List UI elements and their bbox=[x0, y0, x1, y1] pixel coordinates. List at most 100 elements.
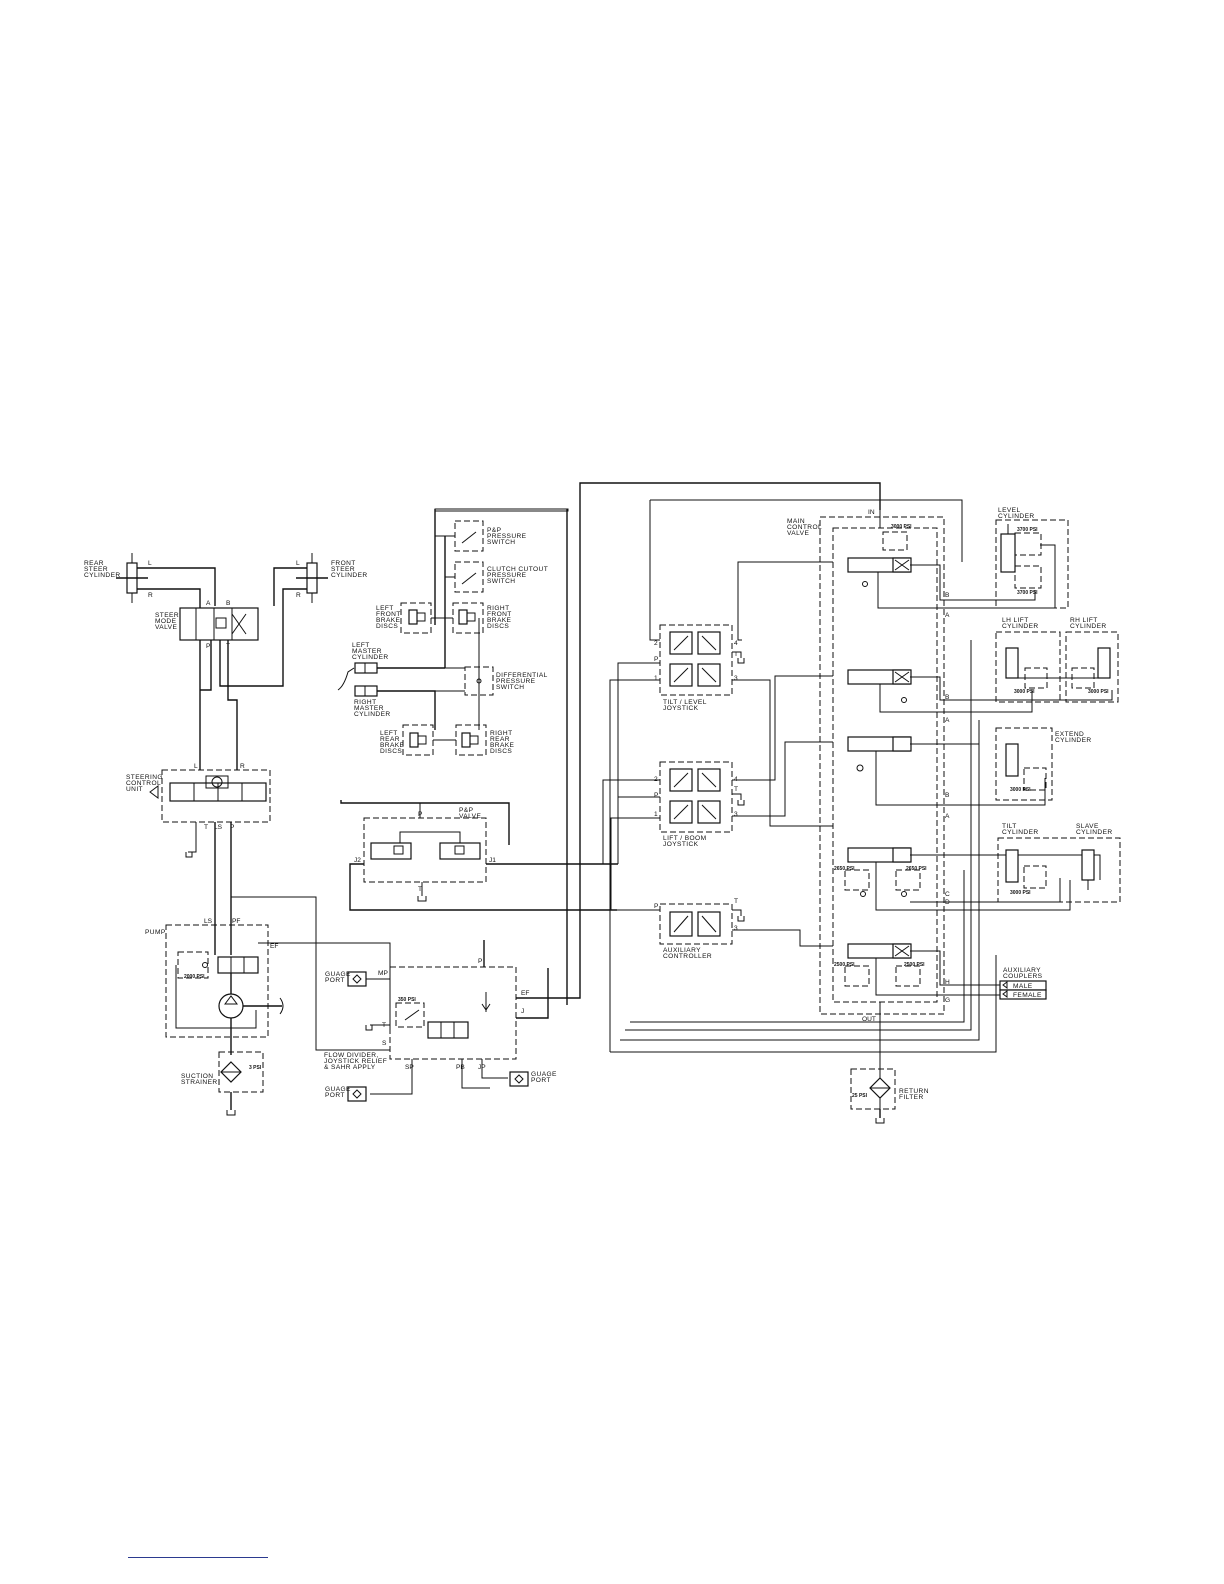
lf-brake-label-3: BRAKE bbox=[376, 617, 401, 624]
mcv-H-port: H bbox=[945, 979, 950, 986]
return-filter bbox=[850, 1068, 896, 1118]
lr-brake-label-1: LEFT bbox=[380, 730, 398, 737]
pump-relief-psi: 2000 PSI bbox=[184, 974, 205, 980]
pump-assembly bbox=[165, 924, 284, 1055]
mcv-G-port: G bbox=[945, 997, 950, 1004]
flow-divider-valve bbox=[389, 966, 517, 1060]
return-filter-label-1: RETURN bbox=[899, 1088, 929, 1095]
left-master-label-2: MASTER bbox=[352, 648, 382, 655]
mcv-relief-psi: 3000 PSI bbox=[891, 524, 912, 530]
aux-P-port: P bbox=[654, 903, 659, 910]
differential-pressure-switch bbox=[435, 618, 494, 730]
rf-brake-label-3: BRAKE bbox=[487, 617, 512, 624]
mcv-B-port-3: B bbox=[945, 792, 950, 799]
mcv-A-port-1: A bbox=[945, 612, 950, 619]
diff-switch-label-2: PRESSURE bbox=[496, 678, 536, 685]
tilt-cyl-label-1: TILT bbox=[1002, 823, 1017, 830]
slave-cylinder bbox=[1081, 849, 1095, 890]
mcv-A-port-2: A bbox=[945, 717, 950, 724]
scu-P-port: P bbox=[230, 824, 235, 831]
lf-brake-label-1: LEFT bbox=[376, 605, 394, 612]
scu-LS-port: LS bbox=[214, 824, 223, 831]
pp-valve bbox=[363, 817, 487, 883]
left-master-label-1: LEFT bbox=[352, 642, 370, 649]
fd-EF-port: EF bbox=[521, 990, 529, 997]
lh-lift-cylinder bbox=[995, 631, 1061, 703]
aux-couplers-label-2: COUPLERS bbox=[1003, 973, 1043, 980]
left-master-label-3: CYLINDER bbox=[352, 654, 389, 661]
front-steer-label-1: FRONT bbox=[331, 560, 356, 567]
front-steer-cylinder bbox=[296, 553, 328, 603]
extend-cylinder bbox=[995, 727, 1053, 801]
steer-mode-label-2: MODE bbox=[155, 618, 177, 625]
lf-brake-label-2: FRONT bbox=[376, 611, 401, 618]
mcv-spool-1 bbox=[847, 557, 912, 587]
female-coupler-label: FEMALE bbox=[1013, 992, 1042, 999]
tl-P-port: P bbox=[654, 656, 659, 663]
rh-lift-label-2: CYLINDER bbox=[1070, 623, 1107, 630]
guage-port-c bbox=[509, 1071, 529, 1087]
diff-switch-label-3: SWITCH bbox=[496, 684, 524, 691]
guage-b-label-1: GUAGE bbox=[325, 1086, 351, 1093]
rf-brake-label-1: RIGHT bbox=[487, 605, 510, 612]
lb-T-port: T bbox=[734, 786, 738, 793]
level-cylinder bbox=[995, 519, 1069, 609]
right-master-label-2: MASTER bbox=[354, 705, 384, 712]
mcv-C-port: C bbox=[945, 891, 950, 898]
fd-S-port: S bbox=[382, 1040, 387, 1047]
aux-T-port: T bbox=[734, 898, 738, 905]
strainer-label-1: SUCTION bbox=[181, 1073, 213, 1080]
mcv-spool-5 bbox=[844, 943, 921, 987]
fd-SP-port: SP bbox=[405, 1064, 414, 1071]
mcv-spool-2 bbox=[847, 669, 912, 703]
steer-mode-valve bbox=[179, 607, 259, 641]
clutch-label-3: SWITCH bbox=[487, 578, 515, 585]
tilt-level-label-1: TILT / LEVEL bbox=[663, 699, 707, 706]
diff-switch-label-1: DIFFERENTIAL bbox=[496, 672, 548, 679]
scu-T-port: T bbox=[204, 824, 208, 831]
tl-T-port: T bbox=[734, 651, 738, 658]
mcv-A-port-3: A bbox=[945, 813, 950, 820]
spool4-left-psi: 2650 PSI bbox=[834, 866, 855, 872]
mcv-spool-4 bbox=[844, 847, 921, 897]
front-L-port: L bbox=[296, 560, 300, 567]
front-steer-label-2: STEER bbox=[331, 566, 355, 573]
lb-1-port: 1 bbox=[654, 811, 658, 818]
fd-MP-port: MP bbox=[378, 970, 388, 977]
rr-brake-label-4: DISCS bbox=[490, 748, 512, 755]
steer-B-port: B bbox=[226, 600, 231, 607]
front-steer-label-3: CYLINDER bbox=[331, 572, 368, 579]
rear-steer-label-2: STEER bbox=[84, 566, 108, 573]
aux-ctrl-label-2: CONTROLLER bbox=[663, 953, 712, 960]
pp-switch-label-3: SWITCH bbox=[487, 539, 515, 546]
extend-cyl-label-1: EXTEND bbox=[1055, 731, 1084, 738]
steer-P-port: P bbox=[206, 643, 211, 650]
mcv-B-port-2: B bbox=[945, 694, 950, 701]
right-master-label-3: CYLINDER bbox=[354, 711, 391, 718]
lb-P-port: P bbox=[654, 792, 659, 799]
fd-PB-port: PB bbox=[456, 1064, 465, 1071]
front-R-port: R bbox=[296, 592, 301, 599]
rh-lift-label-1: RH LIFT bbox=[1070, 617, 1098, 624]
right-rear-brake bbox=[455, 724, 487, 756]
lift-boom-label-1: LIFT / BOOM bbox=[663, 835, 706, 842]
pp-switch-label-2: PRESSURE bbox=[487, 533, 527, 540]
ppv-J2-port: J2 bbox=[354, 857, 361, 864]
right-master-label-1: RIGHT bbox=[354, 699, 377, 706]
flow-divider-label-3: & SAHR APPLY bbox=[324, 1064, 376, 1071]
rear-steer-label-3: CYLINDER bbox=[84, 572, 121, 579]
lift-boom-label-2: JOYSTICK bbox=[663, 841, 699, 848]
steering-control-unit bbox=[149, 769, 271, 823]
tilt-level-joystick bbox=[659, 624, 733, 696]
steer-A-port: A bbox=[206, 600, 211, 607]
spool5-left-psi: 2500 PSI bbox=[834, 962, 855, 968]
guage-port-a bbox=[347, 971, 390, 987]
spool5-right-psi: 2500 PSI bbox=[904, 962, 925, 968]
tl-1-port: 1 bbox=[654, 675, 658, 682]
aux-couplers-label-1: AUXILIARY bbox=[1003, 967, 1041, 974]
scu-R-port: R bbox=[240, 763, 245, 770]
extend-cyl-label-2: CYLINDER bbox=[1055, 737, 1092, 744]
pp-pressure-switch bbox=[435, 520, 484, 552]
left-rear-brake bbox=[402, 724, 434, 756]
return-filter-label-2: FILTER bbox=[899, 1094, 924, 1101]
